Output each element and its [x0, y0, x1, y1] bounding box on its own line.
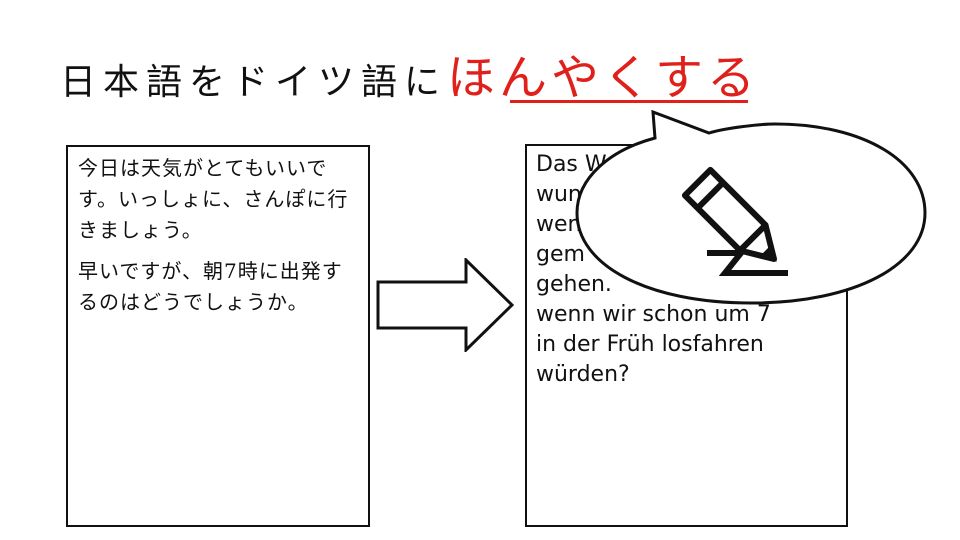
title-red-part: ほんやくする	[447, 50, 760, 106]
target-line: wun	[536, 182, 582, 207]
target-line: gem	[536, 242, 585, 267]
title-black-part: 日本語をドイツ語に	[60, 62, 448, 103]
target-line: wenn wir schon um 7	[536, 302, 771, 327]
title-underline	[510, 100, 748, 103]
pencil-writing-icon	[681, 166, 788, 276]
target-line: wen	[536, 212, 582, 237]
right-arrow-icon	[376, 258, 514, 352]
speech-bubble	[575, 110, 927, 305]
source-text-box: 今日は天気がとてもいいです。いっしょに、さんぽに行きましょう。 早いですが、朝7…	[66, 145, 370, 527]
target-line: gehen.	[536, 272, 612, 297]
target-line: in der Früh losfahren	[536, 332, 764, 357]
target-line: würden?	[536, 362, 630, 387]
target-text: Das W wun wen gem gehen. wenn wir schon …	[536, 150, 837, 390]
source-paragraph-1: 今日は天気がとてもいいです。いっしょに、さんぽに行きましょう。	[78, 156, 349, 242]
page-title: 日本語をドイツ語に ほんやくする	[60, 38, 920, 118]
source-paragraph-2: 早いですが、朝7時に出発するのはどうでしょうか。	[78, 259, 343, 314]
